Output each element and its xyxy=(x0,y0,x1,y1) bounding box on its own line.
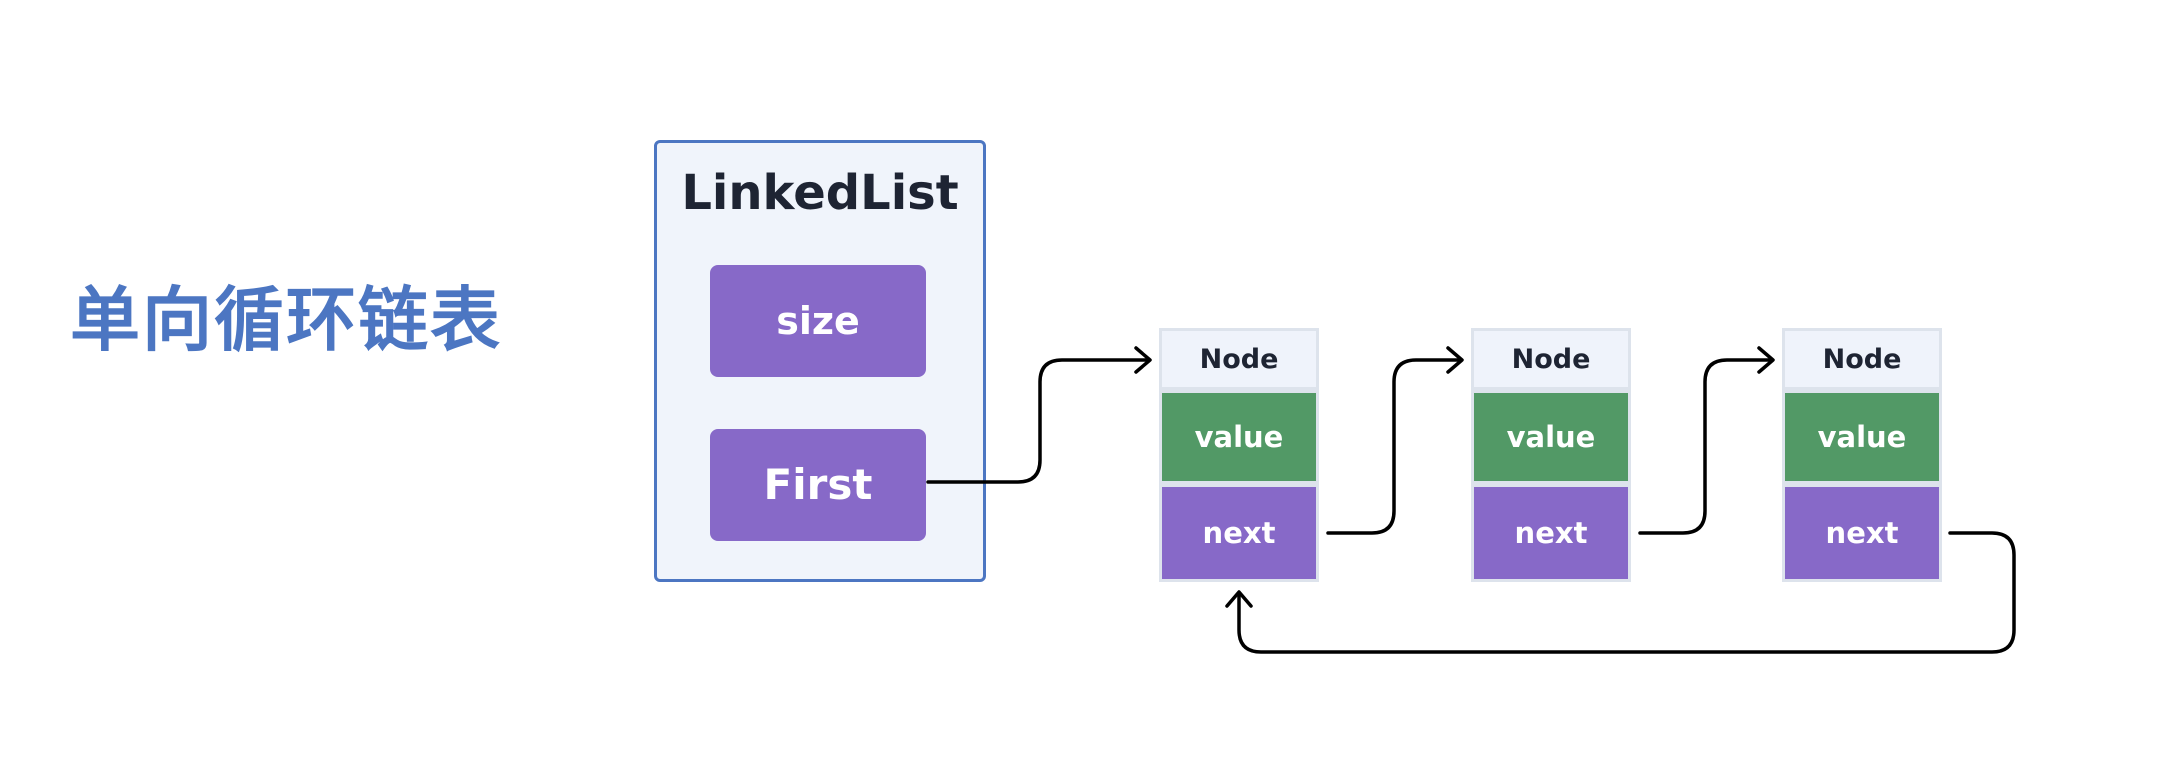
node-header: Node xyxy=(1785,331,1939,387)
node-next: next xyxy=(1162,487,1316,579)
arrow-first-to-node1 xyxy=(926,358,1150,484)
arrowhead-node3 xyxy=(1757,346,1775,374)
arrowhead-node1-bottom xyxy=(1225,590,1253,608)
node-header: Node xyxy=(1474,331,1628,387)
arrowhead-node1 xyxy=(1134,346,1152,374)
node-header: Node xyxy=(1162,331,1316,387)
node-value: value xyxy=(1474,393,1628,481)
arrow-node1-to-node2 xyxy=(1326,358,1462,535)
arrowhead-node2 xyxy=(1446,346,1464,374)
node-3: Node value next xyxy=(1782,328,1942,582)
node-value: value xyxy=(1785,393,1939,481)
linked-list-box: LinkedList size First xyxy=(654,140,986,582)
node-2: Node value next xyxy=(1471,328,1631,582)
size-field: size xyxy=(710,265,926,377)
node-next: next xyxy=(1474,487,1628,579)
node-value: value xyxy=(1162,393,1316,481)
diagram-title: 单向循环链表 xyxy=(70,279,502,361)
node-next: next xyxy=(1785,487,1939,579)
first-field: First xyxy=(710,429,926,541)
node-1: Node value next xyxy=(1159,328,1319,582)
linked-list-label: LinkedList xyxy=(681,165,959,221)
arrow-node3-to-node1 xyxy=(1237,531,2016,654)
arrow-node2-to-node3 xyxy=(1638,358,1773,535)
